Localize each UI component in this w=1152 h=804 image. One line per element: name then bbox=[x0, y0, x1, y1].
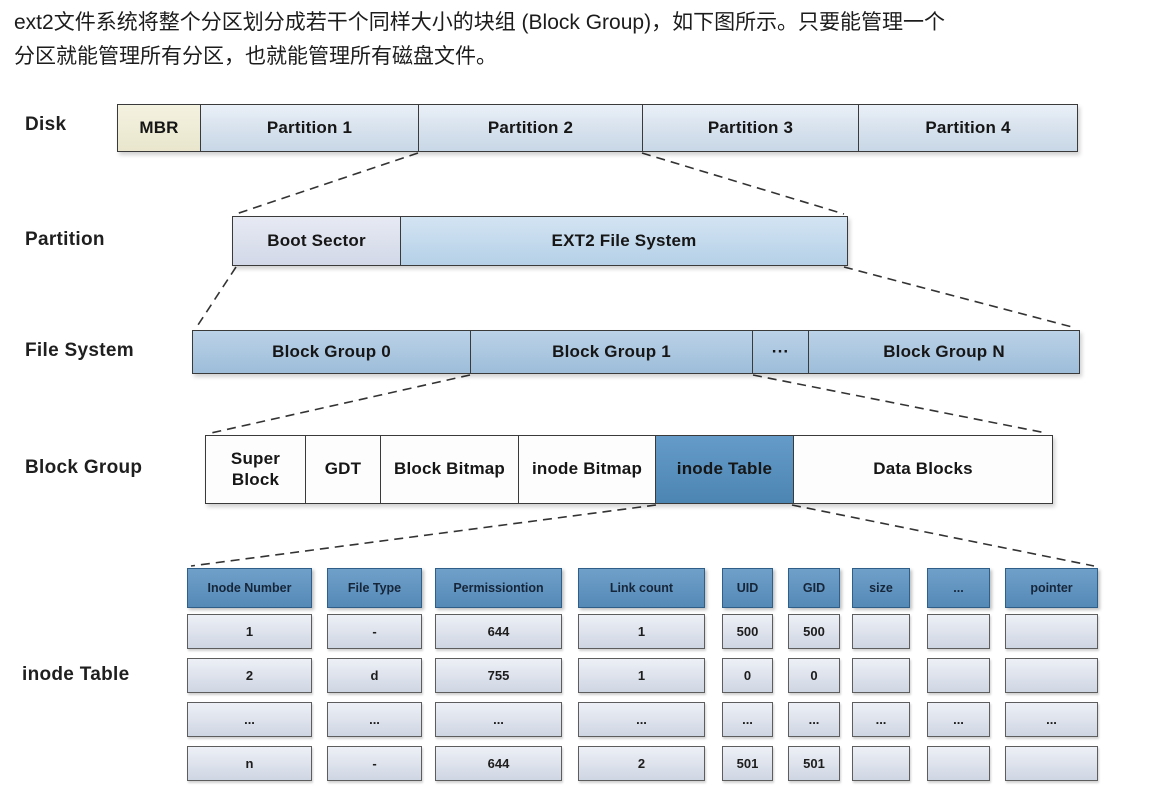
connector-disk-partition-right bbox=[641, 152, 845, 215]
partition-cell-boot-sector: Boot Sector bbox=[233, 217, 401, 265]
label-block-group: Block Group bbox=[25, 457, 143, 478]
connector-bg-inode-left bbox=[190, 504, 657, 567]
inode-table-row: 1 - 644 1 500 500 bbox=[0, 614, 1152, 649]
inode-table-row: n - 644 2 501 501 bbox=[0, 746, 1152, 781]
bg-cell-inode-bitmap: inode Bitmap bbox=[519, 436, 656, 503]
inode-cell: ... bbox=[722, 702, 773, 737]
inode-cell bbox=[852, 746, 910, 781]
inode-cell: ... bbox=[578, 702, 705, 737]
inode-cell: ... bbox=[327, 702, 422, 737]
inode-cell: ... bbox=[852, 702, 910, 737]
inode-cell: ... bbox=[187, 702, 312, 737]
inode-cell: 2 bbox=[578, 746, 705, 781]
inode-table-row: 2 d 755 1 0 0 bbox=[0, 658, 1152, 693]
inode-cell: 2 bbox=[187, 658, 312, 693]
fs-cell-block-group-1: Block Group 1 bbox=[471, 331, 753, 373]
inode-header-file-type: File Type bbox=[327, 568, 422, 608]
connector-partition-fs-right bbox=[843, 266, 1077, 329]
inode-cell: 500 bbox=[722, 614, 773, 649]
intro-line-1: ext2文件系统将整个分区划分成若干个同样大小的块组 (Block Group)… bbox=[14, 11, 946, 34]
inode-table-header-row: Inode Number File Type Permissiontion Li… bbox=[0, 568, 1152, 608]
inode-cell bbox=[852, 658, 910, 693]
inode-cell: - bbox=[327, 614, 422, 649]
inode-cell: 0 bbox=[722, 658, 773, 693]
disk-cell-partition-3: Partition 3 bbox=[643, 105, 859, 151]
inode-cell: 501 bbox=[722, 746, 773, 781]
inode-cell: ... bbox=[435, 702, 562, 737]
inode-cell: 0 bbox=[788, 658, 840, 693]
inode-cell: ... bbox=[788, 702, 840, 737]
inode-cell: - bbox=[327, 746, 422, 781]
inode-cell bbox=[1005, 658, 1098, 693]
label-partition: Partition bbox=[25, 229, 105, 250]
label-file-system: File System bbox=[25, 340, 134, 361]
partition-bar: Boot Sector EXT2 File System bbox=[232, 216, 848, 266]
inode-header-gid: GID bbox=[788, 568, 840, 608]
bg-cell-data-blocks: Data Blocks bbox=[794, 436, 1052, 503]
intro-line-2: 分区就能管理所有分区，也就能管理所有磁盘文件。 bbox=[14, 45, 497, 68]
label-disk: Disk bbox=[25, 114, 67, 135]
inode-cell bbox=[927, 658, 990, 693]
inode-cell: 644 bbox=[435, 746, 562, 781]
inode-header-ellipsis: ... bbox=[927, 568, 990, 608]
intro-paragraph: ext2文件系统将整个分区划分成若干个同样大小的块组 (Block Group)… bbox=[14, 6, 1144, 74]
fs-cell-block-group-0: Block Group 0 bbox=[193, 331, 471, 373]
block-group-bar: Super Block GDT Block Bitmap inode Bitma… bbox=[205, 435, 1053, 504]
inode-table-row: ... ... ... ... ... ... ... ... ... bbox=[0, 702, 1152, 737]
fs-cell-block-group-n: Block Group N bbox=[809, 331, 1079, 373]
inode-cell: 500 bbox=[788, 614, 840, 649]
connector-fs-bg-right bbox=[752, 374, 1047, 434]
bg-cell-inode-table: inode Table bbox=[656, 436, 794, 503]
inode-cell: 644 bbox=[435, 614, 562, 649]
inode-cell: 1 bbox=[578, 658, 705, 693]
connector-fs-bg-left bbox=[210, 374, 471, 434]
inode-cell bbox=[927, 614, 990, 649]
disk-bar: MBR Partition 1 Partition 2 Partition 3 … bbox=[117, 104, 1078, 152]
inode-header-permission: Permissiontion bbox=[435, 568, 562, 608]
inode-header-size: size bbox=[852, 568, 910, 608]
inode-cell: 1 bbox=[187, 614, 312, 649]
inode-header-pointer: pointer bbox=[1005, 568, 1098, 608]
disk-cell-partition-4: Partition 4 bbox=[859, 105, 1077, 151]
inode-cell bbox=[1005, 746, 1098, 781]
inode-cell: 501 bbox=[788, 746, 840, 781]
bg-cell-gdt: GDT bbox=[306, 436, 381, 503]
bg-cell-block-bitmap: Block Bitmap bbox=[381, 436, 519, 503]
inode-cell: d bbox=[327, 658, 422, 693]
inode-cell: n bbox=[187, 746, 312, 781]
inode-cell bbox=[927, 746, 990, 781]
connector-partition-fs-left bbox=[195, 266, 237, 329]
inode-cell bbox=[852, 614, 910, 649]
bg-cell-super-block: Super Block bbox=[206, 436, 306, 503]
file-system-bar: Block Group 0 Block Group 1 ··· Block Gr… bbox=[192, 330, 1080, 374]
connector-disk-partition-left bbox=[235, 152, 419, 215]
inode-cell: 1 bbox=[578, 614, 705, 649]
disk-cell-partition-1: Partition 1 bbox=[201, 105, 419, 151]
partition-cell-ext2-fs: EXT2 File System bbox=[401, 217, 847, 265]
disk-cell-partition-2: Partition 2 bbox=[419, 105, 643, 151]
connector-bg-inode-right bbox=[791, 504, 1095, 567]
inode-header-link-count: Link count bbox=[578, 568, 705, 608]
inode-cell: ... bbox=[927, 702, 990, 737]
fs-cell-ellipsis: ··· bbox=[753, 331, 809, 373]
inode-cell: ... bbox=[1005, 702, 1098, 737]
disk-cell-mbr: MBR bbox=[118, 105, 201, 151]
inode-cell bbox=[1005, 614, 1098, 649]
inode-header-uid: UID bbox=[722, 568, 773, 608]
label-inode-table: inode Table bbox=[22, 664, 130, 685]
inode-header-inode-number: Inode Number bbox=[187, 568, 312, 608]
inode-cell: 755 bbox=[435, 658, 562, 693]
